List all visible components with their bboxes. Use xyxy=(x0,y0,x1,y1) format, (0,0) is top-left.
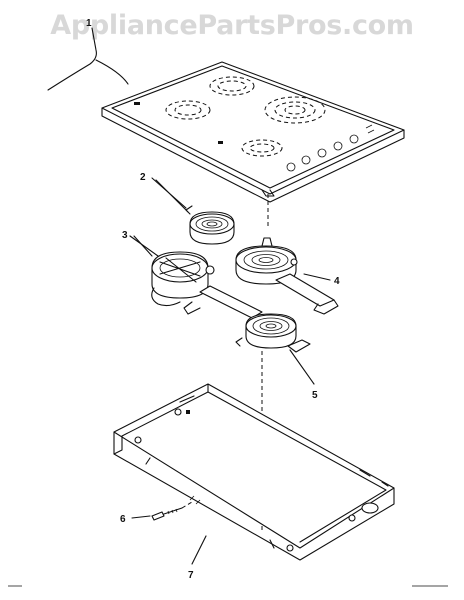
screw xyxy=(151,501,193,521)
callout-4: 4 xyxy=(334,276,340,287)
glass-burner-rings xyxy=(165,76,326,157)
callout-2: 2 xyxy=(140,172,146,183)
surface-element-large xyxy=(235,237,339,315)
callout-leaders xyxy=(131,177,331,565)
surface-element-front xyxy=(235,313,311,353)
surface-element-left xyxy=(129,235,263,319)
burner-box xyxy=(113,383,395,561)
callout-6: 6 xyxy=(120,514,126,525)
surface-element-small-rear xyxy=(155,179,235,245)
callout-1: 1 xyxy=(86,18,92,29)
callout-7: 7 xyxy=(188,570,194,581)
alignment-bracket xyxy=(261,189,275,197)
control-indicators xyxy=(286,124,375,172)
cooktop-glass-top xyxy=(101,61,405,203)
callout-3: 3 xyxy=(122,230,128,241)
site-watermark: AppliancePartsPros.com xyxy=(50,10,414,41)
callout-5: 5 xyxy=(312,390,318,401)
leader-1 xyxy=(47,27,129,91)
